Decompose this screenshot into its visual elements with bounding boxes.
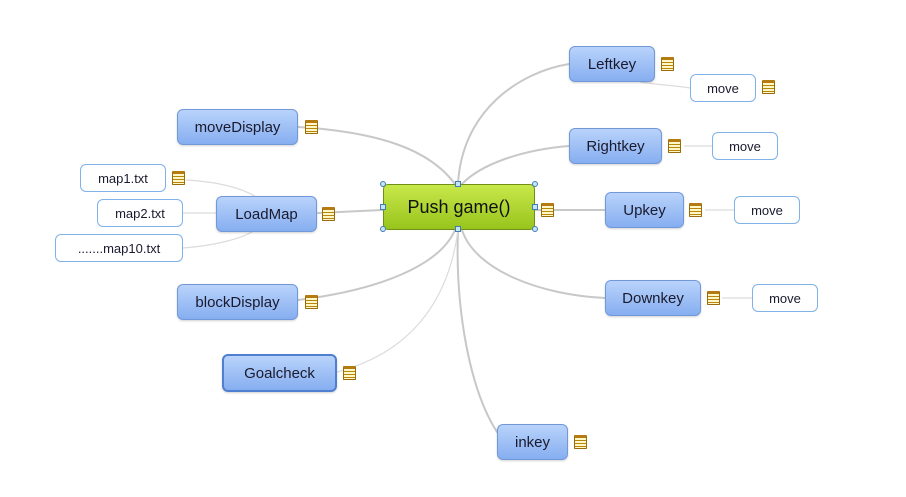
topic-label: moveDisplay	[194, 118, 281, 136]
selection-handle[interactable]	[532, 226, 538, 232]
topic-blockdisplay[interactable]: blockDisplay	[177, 284, 298, 320]
selection-handle[interactable]	[532, 181, 538, 187]
central-topic[interactable]: Push game()	[383, 184, 535, 230]
topic-label: Rightkey	[586, 137, 645, 155]
topic-goalcheck[interactable]: Goalcheck	[222, 354, 337, 392]
selection-handle[interactable]	[380, 226, 386, 232]
selection-handle[interactable]	[380, 204, 386, 210]
topic-label: Upkey	[623, 201, 666, 219]
topic-label: Leftkey	[587, 55, 637, 73]
subtopic-upkey-move[interactable]: move	[734, 196, 800, 224]
link-map1	[185, 179, 256, 197]
note-icon[interactable]	[172, 171, 185, 185]
note-icon[interactable]	[305, 295, 318, 309]
topic-label: blockDisplay	[195, 293, 280, 311]
link-rightkey	[461, 145, 570, 185]
topic-inkey[interactable]: inkey	[497, 424, 568, 460]
subtopic-label: move	[707, 80, 739, 96]
subtopic-label: .......map10.txt	[77, 240, 161, 256]
subtopic-map1[interactable]: map1.txt	[80, 164, 166, 192]
note-icon[interactable]	[541, 203, 554, 217]
subtopic-map2[interactable]: map2.txt	[97, 199, 183, 227]
topic-label: Goalcheck	[244, 364, 315, 382]
topic-rightkey[interactable]: Rightkey	[569, 128, 662, 164]
topic-leftkey[interactable]: Leftkey	[569, 46, 655, 82]
note-icon[interactable]	[343, 366, 356, 380]
note-icon[interactable]	[322, 207, 335, 221]
topic-movedisplay[interactable]: moveDisplay	[177, 109, 298, 145]
note-icon[interactable]	[689, 203, 702, 217]
link-downkey	[461, 229, 606, 299]
topic-downkey[interactable]: Downkey	[605, 280, 701, 316]
link-leftkey-move	[639, 81, 691, 89]
note-icon[interactable]	[574, 435, 587, 449]
note-icon[interactable]	[668, 139, 681, 153]
note-icon[interactable]	[707, 291, 720, 305]
selection-handle[interactable]	[455, 181, 461, 187]
subtopic-label: move	[729, 138, 761, 154]
selection-handle[interactable]	[532, 204, 538, 210]
selection-handle[interactable]	[380, 181, 386, 187]
link-blockdisplay	[297, 229, 456, 301]
note-icon[interactable]	[762, 80, 775, 94]
subtopic-label: map1.txt	[98, 170, 148, 186]
link-goalcheck	[336, 229, 459, 373]
subtopic-label: move	[769, 290, 801, 306]
note-icon[interactable]	[661, 57, 674, 71]
subtopic-downkey-move[interactable]: move	[752, 284, 818, 312]
topic-label: Downkey	[622, 289, 684, 307]
note-icon[interactable]	[305, 120, 318, 134]
topic-loadmap[interactable]: LoadMap	[216, 196, 317, 232]
subtopic-leftkey-move[interactable]: move	[690, 74, 756, 102]
topic-label: LoadMap	[235, 205, 298, 223]
link-inkey	[456, 229, 498, 433]
topic-upkey[interactable]: Upkey	[605, 192, 684, 228]
topic-label: inkey	[514, 433, 551, 451]
subtopic-label: move	[751, 202, 783, 218]
subtopic-map10[interactable]: .......map10.txt	[55, 234, 183, 262]
central-topic-label: Push game()	[407, 196, 511, 217]
link-map10	[182, 229, 256, 249]
selection-handle[interactable]	[455, 226, 461, 232]
subtopic-label: map2.txt	[115, 205, 165, 221]
subtopic-rightkey-move[interactable]: move	[712, 132, 778, 160]
link-movedisplay	[297, 126, 456, 185]
link-leftkey	[457, 63, 570, 185]
